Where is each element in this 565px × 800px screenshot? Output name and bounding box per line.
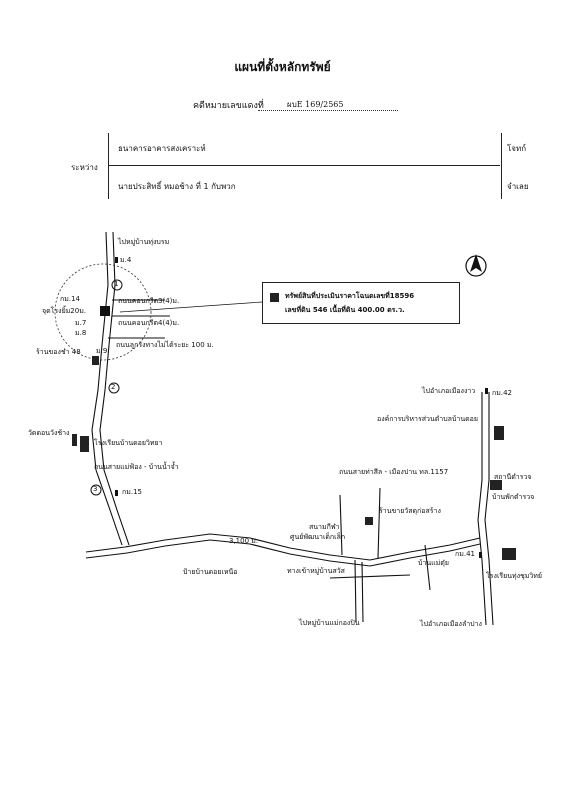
temple-building	[72, 434, 77, 446]
radius-circle	[54, 263, 152, 361]
marker-1-label: 1	[114, 280, 119, 288]
label-field: สนามกีฬา	[309, 523, 340, 531]
parties-box	[108, 133, 502, 199]
case-number: ผบE 169/2565	[287, 100, 344, 109]
label-branch: ทางเข้าหมู่บ้านสวัส	[287, 567, 345, 575]
label-ban-mae-tui: บ้านแม่ตุ๋ย	[418, 559, 449, 567]
label-to-north-village: ไปหมู่บ้านทุ่งบรม	[118, 238, 170, 246]
shop-building	[365, 517, 373, 525]
label-road-3: ถนนลูกรังทางไม่ได้ระยะ 100 ม.	[116, 341, 214, 349]
shop48-building	[92, 356, 99, 365]
highway-east-a	[477, 392, 487, 626]
label-m9: ม.9	[96, 347, 108, 355]
highway-east-b	[484, 392, 494, 626]
property-marker	[100, 306, 110, 316]
label-child-center: ศูนย์พัฒนาเด็กเล็ก	[290, 533, 346, 541]
km-post-15	[115, 490, 118, 496]
village-road-2	[377, 487, 381, 559]
marker-2	[108, 382, 120, 394]
defendant-role: จำเลย	[507, 182, 529, 191]
label-to-lampang: ไปอำเภอเมืองลำปาง	[420, 620, 482, 628]
deed-info-line1: ทรัพย์สินที่ประเมินราคาโฉนดเลขที่18596	[285, 292, 415, 300]
label-sign: ป้ายบ้านดอยเหนือ	[183, 568, 238, 576]
label-road-1: ถนนคอนกรีต3(4)ม.	[118, 297, 180, 305]
property-info-box	[262, 282, 460, 324]
property-legend-marker	[270, 293, 279, 302]
label-temple: วัดดอนวังช้าง	[28, 429, 70, 437]
school2-building	[502, 548, 516, 560]
label-main-road: ถนนสายแม่ฟ้อง - บ้านน้ำจ้ำ	[94, 463, 179, 471]
km-post-4	[115, 257, 118, 263]
label-shop48: ร้านของชำ 48	[36, 348, 81, 356]
label-km41: กม.41	[455, 550, 475, 558]
between-label: ระหว่าง	[71, 163, 98, 172]
label-distance: 3,100 ม.	[229, 537, 259, 545]
km-post-42	[485, 388, 488, 394]
village-road-4	[424, 544, 431, 591]
label-school: โรงเรียนบ้านดอยวิทยา	[94, 439, 163, 447]
km-post-41	[479, 552, 482, 558]
parties-divider	[109, 165, 500, 166]
plaintiff-name: ธนาคารอาคารสงเคราะห์	[118, 144, 206, 153]
tao-building	[494, 426, 504, 440]
north-arrow-icon	[465, 254, 487, 277]
village-road-1	[339, 494, 343, 556]
marker-2-label: 2	[111, 383, 116, 391]
marker-3-label: 3	[93, 485, 98, 493]
label-construction-shop: ร้านขายวัสดุก่อสร้าง	[379, 507, 441, 515]
police-building	[490, 480, 502, 490]
case-number-label: คดีหมายเลขแดงที่	[193, 101, 264, 111]
label-km4: ม.4	[120, 256, 132, 264]
main-road-ew-a	[85, 533, 481, 561]
label-police: สถานีตำรวจ	[494, 473, 532, 481]
main-road-west-b	[99, 231, 130, 546]
label-m8: ม.8	[75, 329, 87, 337]
school-building	[80, 436, 89, 452]
label-km42: กม.42	[492, 389, 512, 397]
deed-info-line2: เลขที่ดิน 546 เนื้อที่ดิน 400.00 ตร.ว.	[285, 306, 405, 314]
main-road-west-a	[91, 231, 123, 546]
branch-south-b	[361, 561, 364, 623]
label-tao: องค์การบริหารส่วนตำบลบ้านดอย	[377, 415, 478, 423]
branch-south-a	[354, 559, 357, 623]
defendant-name: นายประสิทธิ์ หมอช้าง ที่ 1 กับพวก	[118, 182, 236, 191]
marker-1	[111, 279, 123, 291]
label-km15: กม.15	[122, 488, 142, 496]
village-road-3	[329, 574, 411, 579]
main-road-ew-b	[85, 539, 481, 567]
label-to-south-village: ไปหมู่บ้านแม่กองปิน	[299, 619, 360, 627]
label-police-residence: บ้านพักตำรวจ	[492, 493, 535, 501]
page-title: แผนที่ตั้งหลักทรัพย์	[234, 60, 331, 74]
case-number-underline	[258, 110, 398, 111]
label-school-area: จุดโรงยิ้ม20ม.	[42, 307, 87, 315]
label-m7: ม.7	[75, 319, 87, 327]
label-highway: ถนนสายท่าสีล - เมืองปาน ทล.1157	[339, 468, 449, 476]
label-to-ngao: ไปอำเภอเมืองงาว	[422, 387, 476, 395]
label-road-2: ถนนคอนกรีต4(4)ม.	[118, 319, 180, 327]
marker-3	[90, 484, 102, 496]
pointer-line	[119, 301, 263, 313]
plaintiff-role: โจทก์	[507, 144, 527, 153]
label-km14: กม.14	[60, 295, 80, 303]
label-school2: โรงเรียนทุ่งชุมวิทย์	[486, 572, 543, 580]
